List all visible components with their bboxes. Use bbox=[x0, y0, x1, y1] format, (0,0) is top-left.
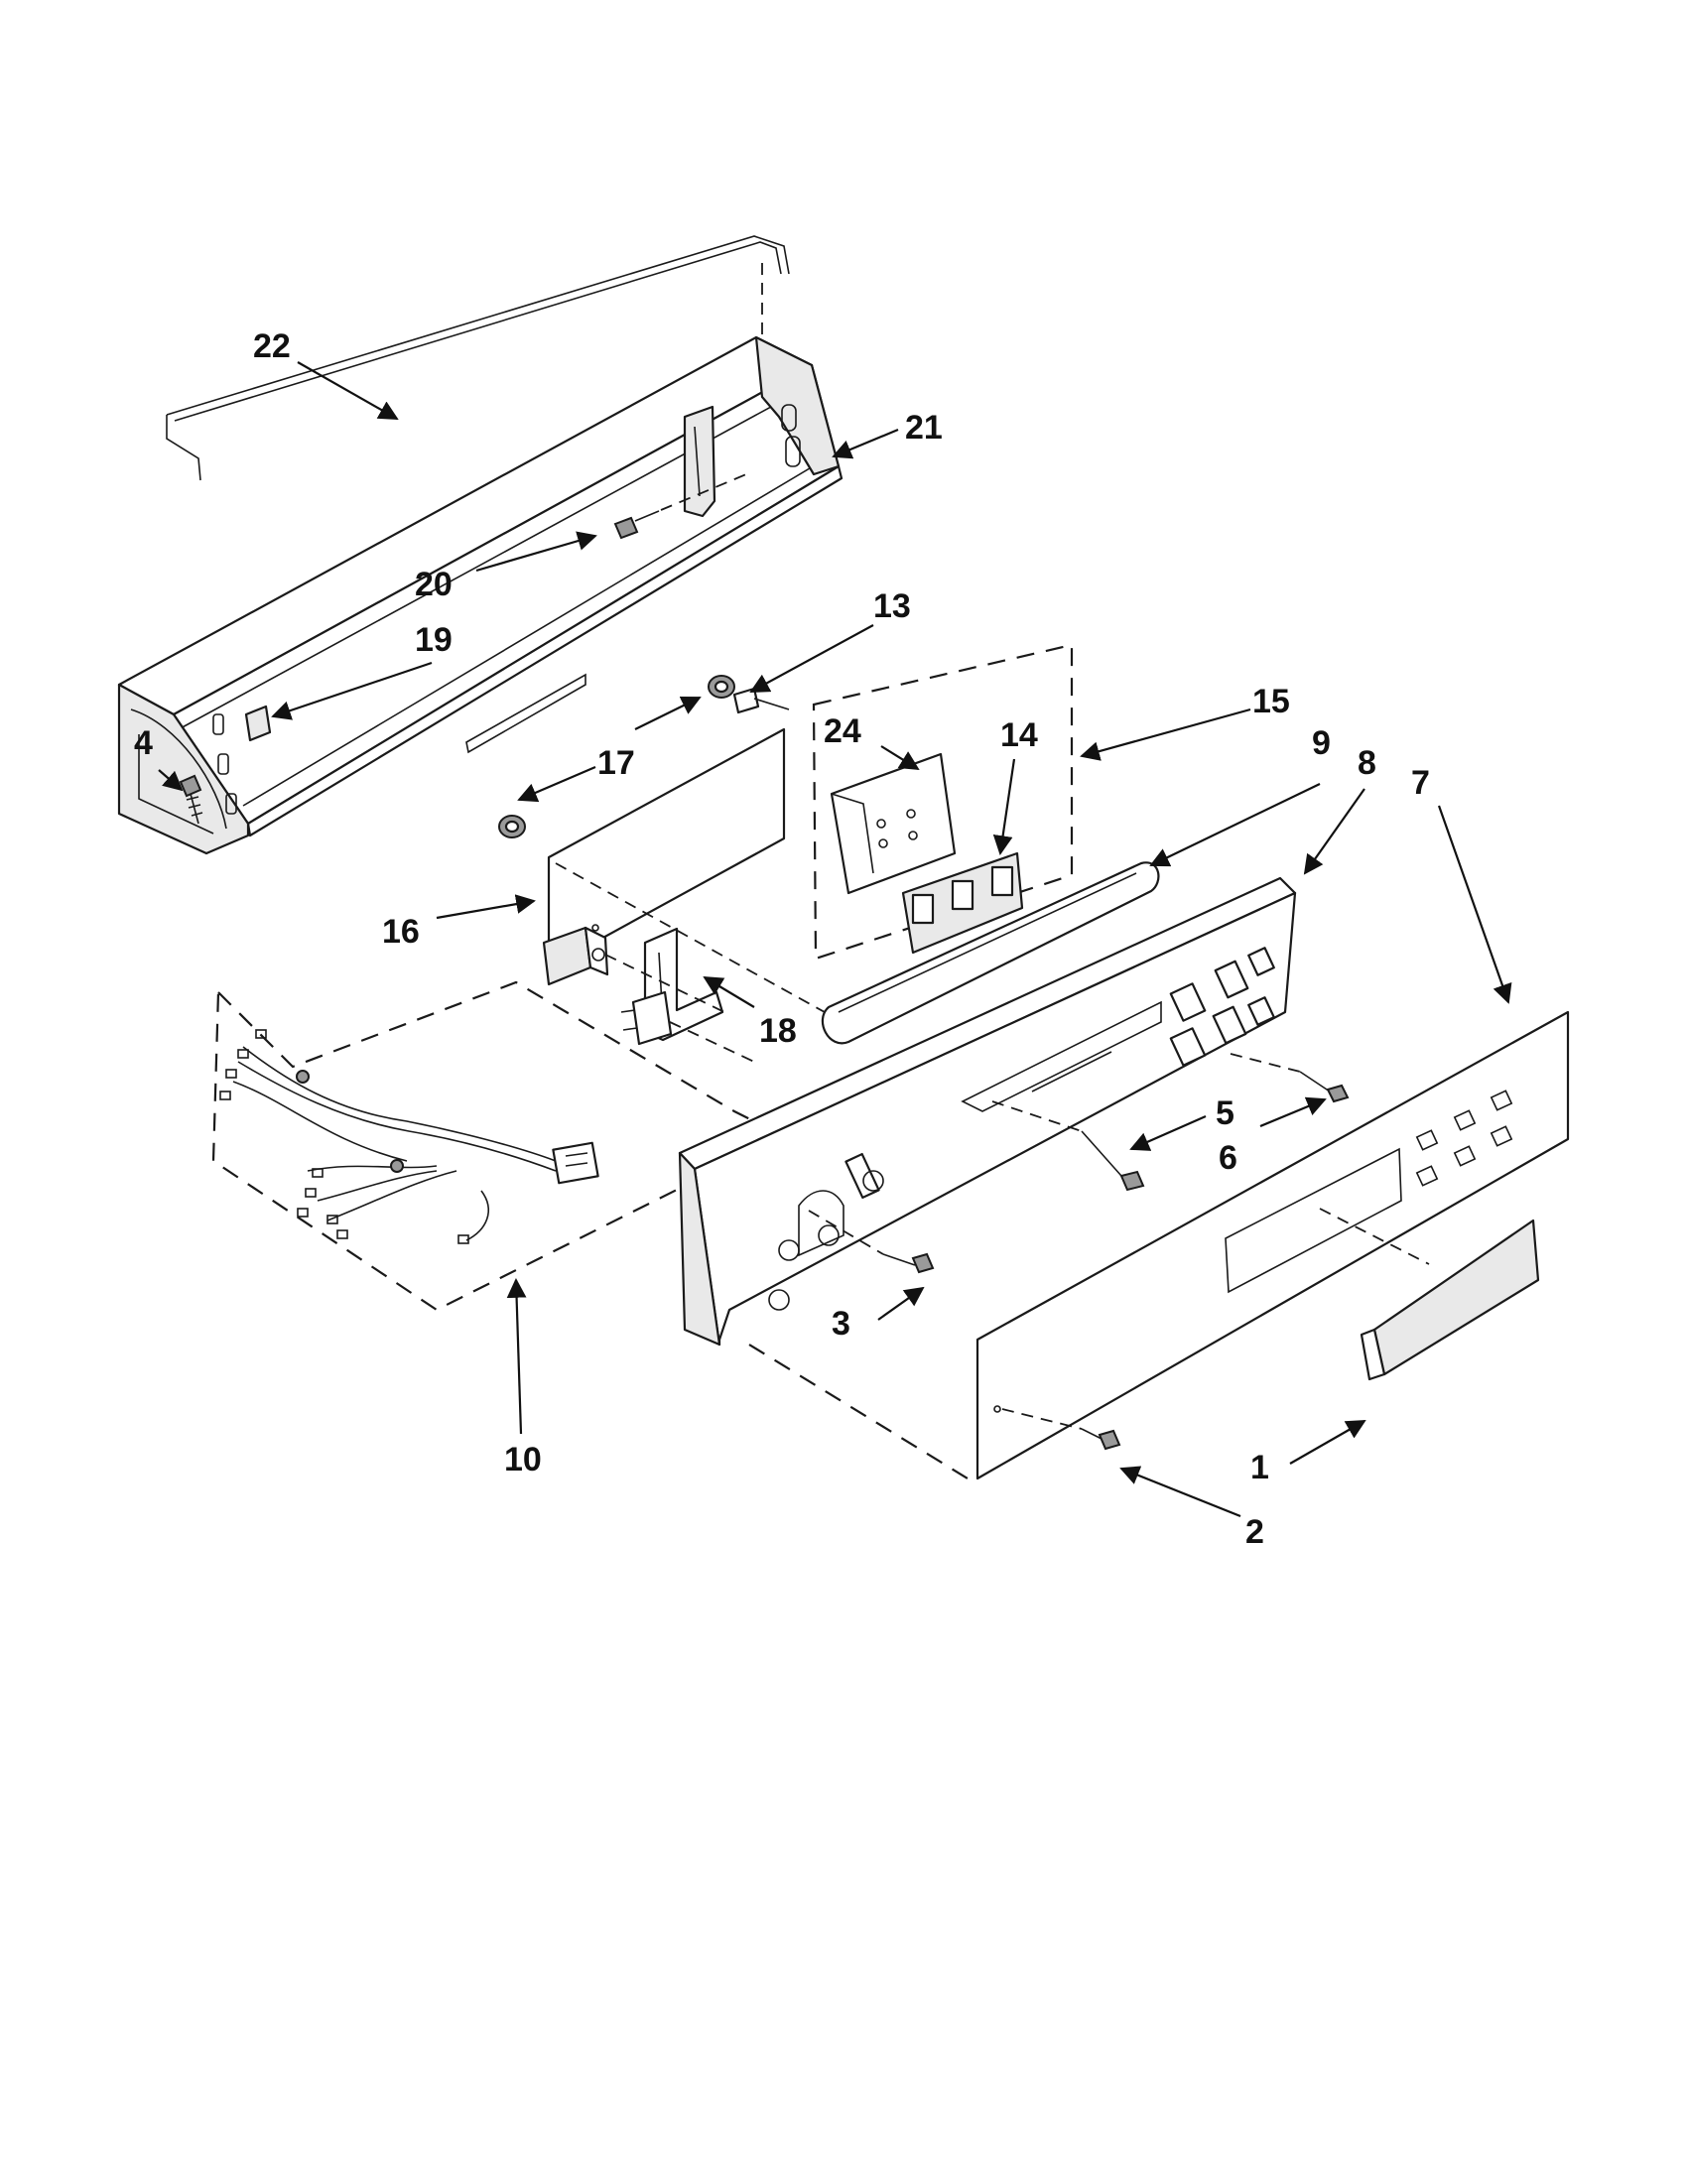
assembly-line-5 bbox=[991, 1100, 1083, 1132]
part-2-screw bbox=[1081, 1428, 1121, 1451]
callout-13: 13 bbox=[873, 587, 911, 625]
callout-20: 20 bbox=[415, 566, 453, 603]
part-7-overlay bbox=[975, 1010, 1570, 1480]
assembly-line-transformer bbox=[604, 954, 725, 1013]
leader-lines bbox=[158, 361, 1512, 1518]
part-21-console-housing bbox=[117, 335, 844, 855]
part-22-rod bbox=[166, 235, 790, 481]
assembly-line-2 bbox=[1001, 1408, 1083, 1430]
callout-3: 3 bbox=[832, 1305, 850, 1343]
part-13-standoff bbox=[732, 687, 790, 714]
callout-18: 18 bbox=[759, 1012, 797, 1050]
part-14-switch-block bbox=[901, 851, 1024, 955]
part-3-screw bbox=[882, 1252, 935, 1274]
assembly-line-3 bbox=[808, 1210, 884, 1255]
part-4-screw bbox=[179, 774, 203, 825]
callout-15: 15 bbox=[1252, 683, 1290, 720]
part-16-board bbox=[547, 727, 786, 969]
callout-10: 10 bbox=[504, 1441, 542, 1478]
callout-2: 2 bbox=[1245, 1513, 1264, 1551]
assembly-line-6 bbox=[1230, 1053, 1301, 1073]
callout-14: 14 bbox=[1000, 716, 1038, 754]
part-15-assembly-box bbox=[812, 643, 1074, 961]
part-1-lens bbox=[1360, 1219, 1540, 1381]
part-5-screw bbox=[1081, 1130, 1145, 1192]
assembly-line-relay bbox=[669, 1021, 755, 1063]
part-6-screw bbox=[1299, 1071, 1350, 1103]
callout-7: 7 bbox=[1411, 764, 1430, 802]
callout-8: 8 bbox=[1358, 744, 1376, 782]
part-20-screw bbox=[613, 473, 747, 540]
part-relay bbox=[620, 990, 673, 1046]
callout-6: 6 bbox=[1219, 1139, 1237, 1177]
callout-24: 24 bbox=[824, 712, 861, 750]
callout-9: 9 bbox=[1312, 724, 1331, 762]
callout-5: 5 bbox=[1216, 1094, 1234, 1132]
assembly-line-display bbox=[1319, 1208, 1430, 1265]
callout-19: 19 bbox=[415, 621, 453, 659]
callout-21: 21 bbox=[905, 409, 943, 447]
assembly-line-board bbox=[555, 862, 835, 1018]
part-transformer bbox=[542, 926, 609, 986]
part-19-clip bbox=[244, 705, 272, 742]
callout-17: 17 bbox=[597, 744, 635, 782]
callout-22: 22 bbox=[253, 327, 291, 365]
assembly-line-panel bbox=[748, 1344, 969, 1479]
callout-1: 1 bbox=[1250, 1449, 1269, 1486]
callout-labels: 22 21 20 19 4 13 24 17 14 15 9 8 7 16 18… bbox=[134, 327, 1430, 1551]
callout-4: 4 bbox=[134, 724, 153, 762]
callout-16: 16 bbox=[382, 913, 420, 951]
part-24-bracket bbox=[830, 752, 957, 895]
part-17-grommets bbox=[498, 675, 735, 838]
